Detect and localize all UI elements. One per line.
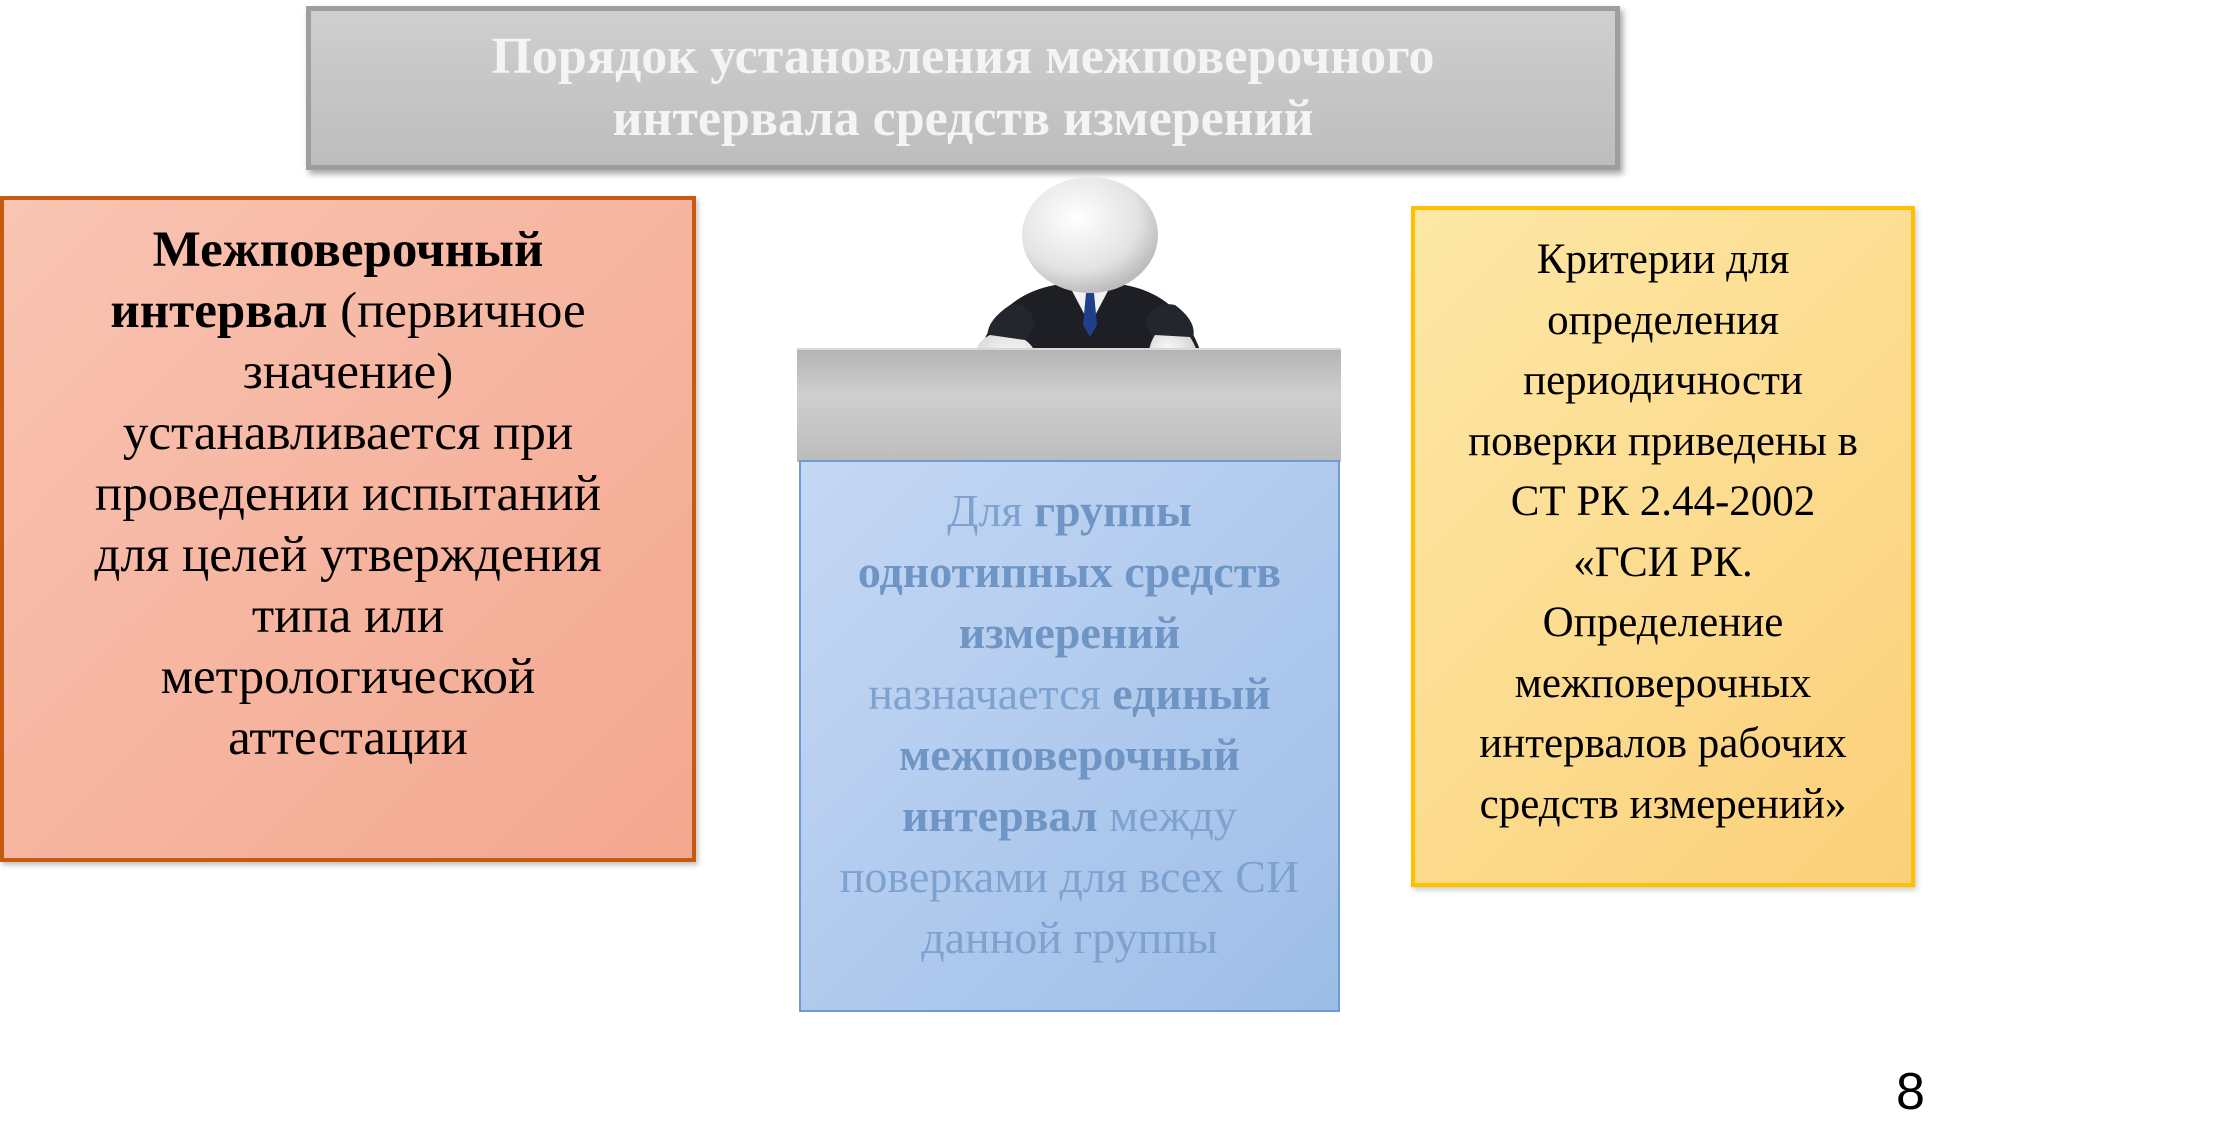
center-line-1: Для группы: [811, 480, 1328, 541]
slide-title-line-2: интервала средств измерений: [612, 90, 1314, 147]
left-box-line-3: значение): [242, 344, 454, 400]
left-box-line-9: аттестации: [228, 710, 468, 766]
left-box-line-2-rest: (первичное: [327, 283, 586, 339]
right-box-line-10: средств измерений»: [1479, 780, 1847, 828]
right-box-line-7: Определение: [1542, 599, 1784, 646]
podium-counter: [797, 348, 1341, 462]
left-box-line-1: Межповерочный: [22, 220, 674, 281]
left-box-line-7: типа или: [251, 588, 445, 644]
center-line-8: данной группы: [921, 912, 1218, 963]
term-bold-1: Межповерочный: [152, 222, 544, 278]
center-line-2: однотипных средств: [811, 541, 1328, 602]
center-bold-1: группы: [1034, 485, 1192, 536]
right-box-line-2: определения: [1547, 296, 1779, 344]
term-bold-2: интервал: [110, 283, 328, 339]
center-line-6: интервал между: [811, 785, 1328, 846]
center-bold-3: измерений: [958, 607, 1181, 658]
right-box-line-8: межповерочных: [1514, 659, 1812, 707]
left-box-line-6: для целей утверждения: [94, 527, 602, 583]
right-box-line-5: СТ РК 2.44-2002: [1510, 478, 1816, 525]
center-text-2: назначается: [868, 668, 1113, 719]
slide-title-line-1: Порядок установления межповерочного: [491, 28, 1435, 85]
center-bold-4: единый: [1112, 668, 1271, 719]
right-box-line-3: периодичности: [1523, 357, 1803, 404]
left-box-line-2: интервал (первичное: [22, 281, 674, 342]
left-box-line-4: устанавливается при: [122, 405, 574, 461]
center-line-3: измерений: [811, 602, 1328, 663]
slide-title: Порядок установления межповерочного инте…: [306, 6, 1620, 170]
criteria-standard-box: Критерии для определения периодичности п…: [1411, 206, 1915, 887]
center-line-4: назначается единый: [811, 663, 1328, 724]
group-interval-box: Для группы однотипных средств измерений …: [799, 460, 1340, 1012]
interval-definition-box: Межповерочный интервал (первичное значен…: [0, 196, 696, 862]
left-box-line-8: метрологической: [160, 649, 536, 705]
center-line-5: межповерочный: [811, 724, 1328, 785]
right-box-line-9: интервалов рабочих: [1479, 720, 1847, 767]
right-box-line-4: поверки приведены в: [1468, 417, 1858, 465]
slide-page-number: 8: [1896, 1063, 1925, 1121]
center-bold-6: интервал: [902, 790, 1098, 841]
center-bold-5: межповерочный: [899, 729, 1240, 780]
left-box-line-5: проведении испытаний: [94, 466, 602, 522]
center-bold-2: однотипных средств: [857, 546, 1282, 597]
right-box-line-1: Критерии для: [1536, 236, 1790, 283]
right-box-line-6: «ГСИ РК.: [1573, 538, 1753, 586]
center-text-1: Для: [947, 485, 1035, 536]
center-line-7: поверками для всех СИ: [839, 851, 1300, 902]
center-text-3: между: [1097, 790, 1237, 841]
